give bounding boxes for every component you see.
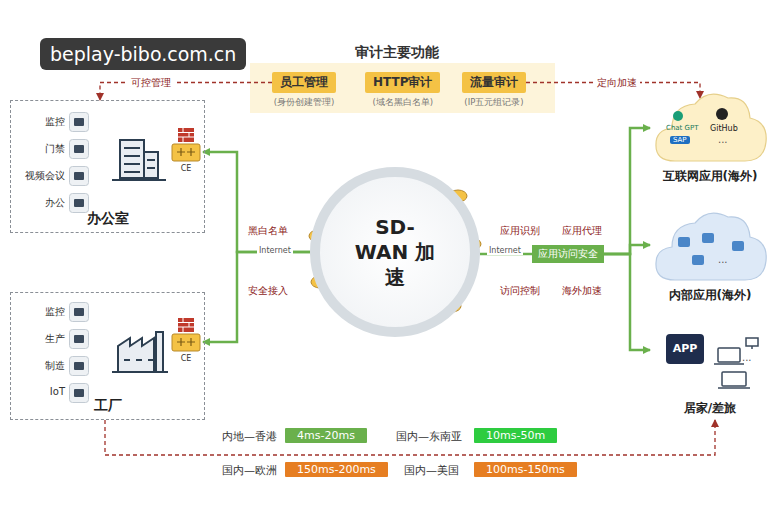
audit-panel [250,63,555,113]
node-text: ... [742,352,752,363]
node-text: (域名黑白名单) [372,97,433,109]
network-link [203,252,310,342]
device-item: 生产 [19,328,93,350]
node-text: 员工管理 [272,72,336,93]
ce-gateway: CE [169,127,203,177]
device-item: 门禁 [19,138,93,160]
device-icon [69,193,89,213]
route-label: 国内—美国 [404,463,459,478]
cloud-shape [650,205,770,285]
line-label: 安全接入 [248,284,288,298]
device-item: 监控 [19,301,93,323]
line-label: 应用代理 [562,224,602,238]
factory-building [112,332,168,372]
device-icon [69,166,89,186]
node-text: 制造 [19,359,65,373]
node-text: CE [169,164,203,173]
device-icon [69,139,89,159]
node-text: 内部应用(海外) [646,287,774,304]
latency-box: 100ms-150ms [474,462,577,477]
node-text: Chat GPT [666,124,699,132]
audit-box: 流量审计(IP五元组记录) [462,72,526,93]
device-item: 监控 [19,111,93,133]
device-icon [69,356,89,376]
node-text: 应用访问安全 [538,248,598,259]
edge-label: 可控管理 [128,76,174,90]
device-icon [69,302,89,322]
device-item: 办公 [19,192,93,214]
node-text: 100ms-150ms [486,463,565,476]
latency-box: 10ms-50m [474,428,557,443]
remote-node: APP...居家/差旅 [650,320,770,420]
node-text: 互联网应用(海外) [646,168,774,185]
network-link [604,128,650,254]
node-text: GitHub [710,124,738,133]
node-text: SD-WAN 加速 [349,215,441,290]
node-text: 10ms-50m [486,429,545,442]
node-text: 4ms-20ms [297,429,355,442]
control-link [105,420,715,455]
node-text: 流量审计 [462,72,526,93]
line-label: 应用识别 [500,224,540,238]
route-label: 国内—欧洲 [222,463,277,478]
node-text: 门禁 [19,142,65,156]
device-item: 制造 [19,355,93,377]
cloud-node: ...内部应用(海外) [650,205,770,307]
device-icon [69,112,89,132]
route-label: 国内—东南亚 [396,429,462,444]
latency-box: 4ms-20ms [285,428,367,443]
node-text: ... [718,134,728,145]
cloud-node: Chat GPTGitHubSAP...互联网应用(海外) [650,86,770,190]
line-label: Internet [487,246,523,255]
node-text: ... [718,254,728,265]
node-text: 工厂 [11,397,204,415]
line-label: 海外加速 [562,284,602,298]
node-text: (身份创建管理) [274,97,335,109]
device-icon [69,329,89,349]
line-label: 黑白名单 [248,224,288,238]
security-band: 应用访问安全 [532,245,604,263]
device-item: IoT [19,382,93,404]
sdwan-circle: SD-WAN 加速 [310,167,480,337]
node-text: 视频会议 [19,169,65,183]
audit-box: HTTP审计(域名黑白名单) [365,72,440,93]
diagram-title: 审计主要功能 [355,44,439,62]
node-text: HTTP审计 [365,72,440,93]
node-text: 监控 [19,115,65,129]
audit-box: 员工管理(身份创建管理) [272,72,336,93]
device-icon [69,383,89,403]
node-text: 生产 [19,332,65,346]
network-link [604,245,650,254]
office-building [112,140,166,180]
firewall-icon [169,317,203,353]
node-text: SAP [670,136,690,144]
line-label: Internet [257,246,293,255]
device-item: 视频会议 [19,165,93,187]
node-text: (IP五元组记录) [464,97,523,109]
site-region: 办公室 监控门禁视频会议办公 CE [10,100,205,233]
node-text: 办公室 [11,210,204,228]
site-region: 工厂 监控生产制造 IoT CE [10,292,205,420]
network-link [203,152,310,252]
firewall-icon [169,127,203,163]
latency-box: 150ms-200ms [285,462,388,477]
node-text: 居家/差旅 [646,400,774,417]
network-link [604,254,650,350]
edge-label: 定向加速 [594,76,640,90]
node-text: 办公 [19,196,65,210]
watermark: beplay-bibo.com.cn [40,38,246,70]
control-link [100,83,272,101]
node-text: 监控 [19,305,65,319]
node-text: APP [666,334,704,364]
route-label: 内地—香港 [222,429,277,444]
node-text: IoT [19,386,65,397]
line-label: 访问控制 [500,284,540,298]
ce-gateway: CE [169,317,203,367]
node-text: CE [169,354,203,363]
node-text: 150ms-200ms [297,463,376,476]
